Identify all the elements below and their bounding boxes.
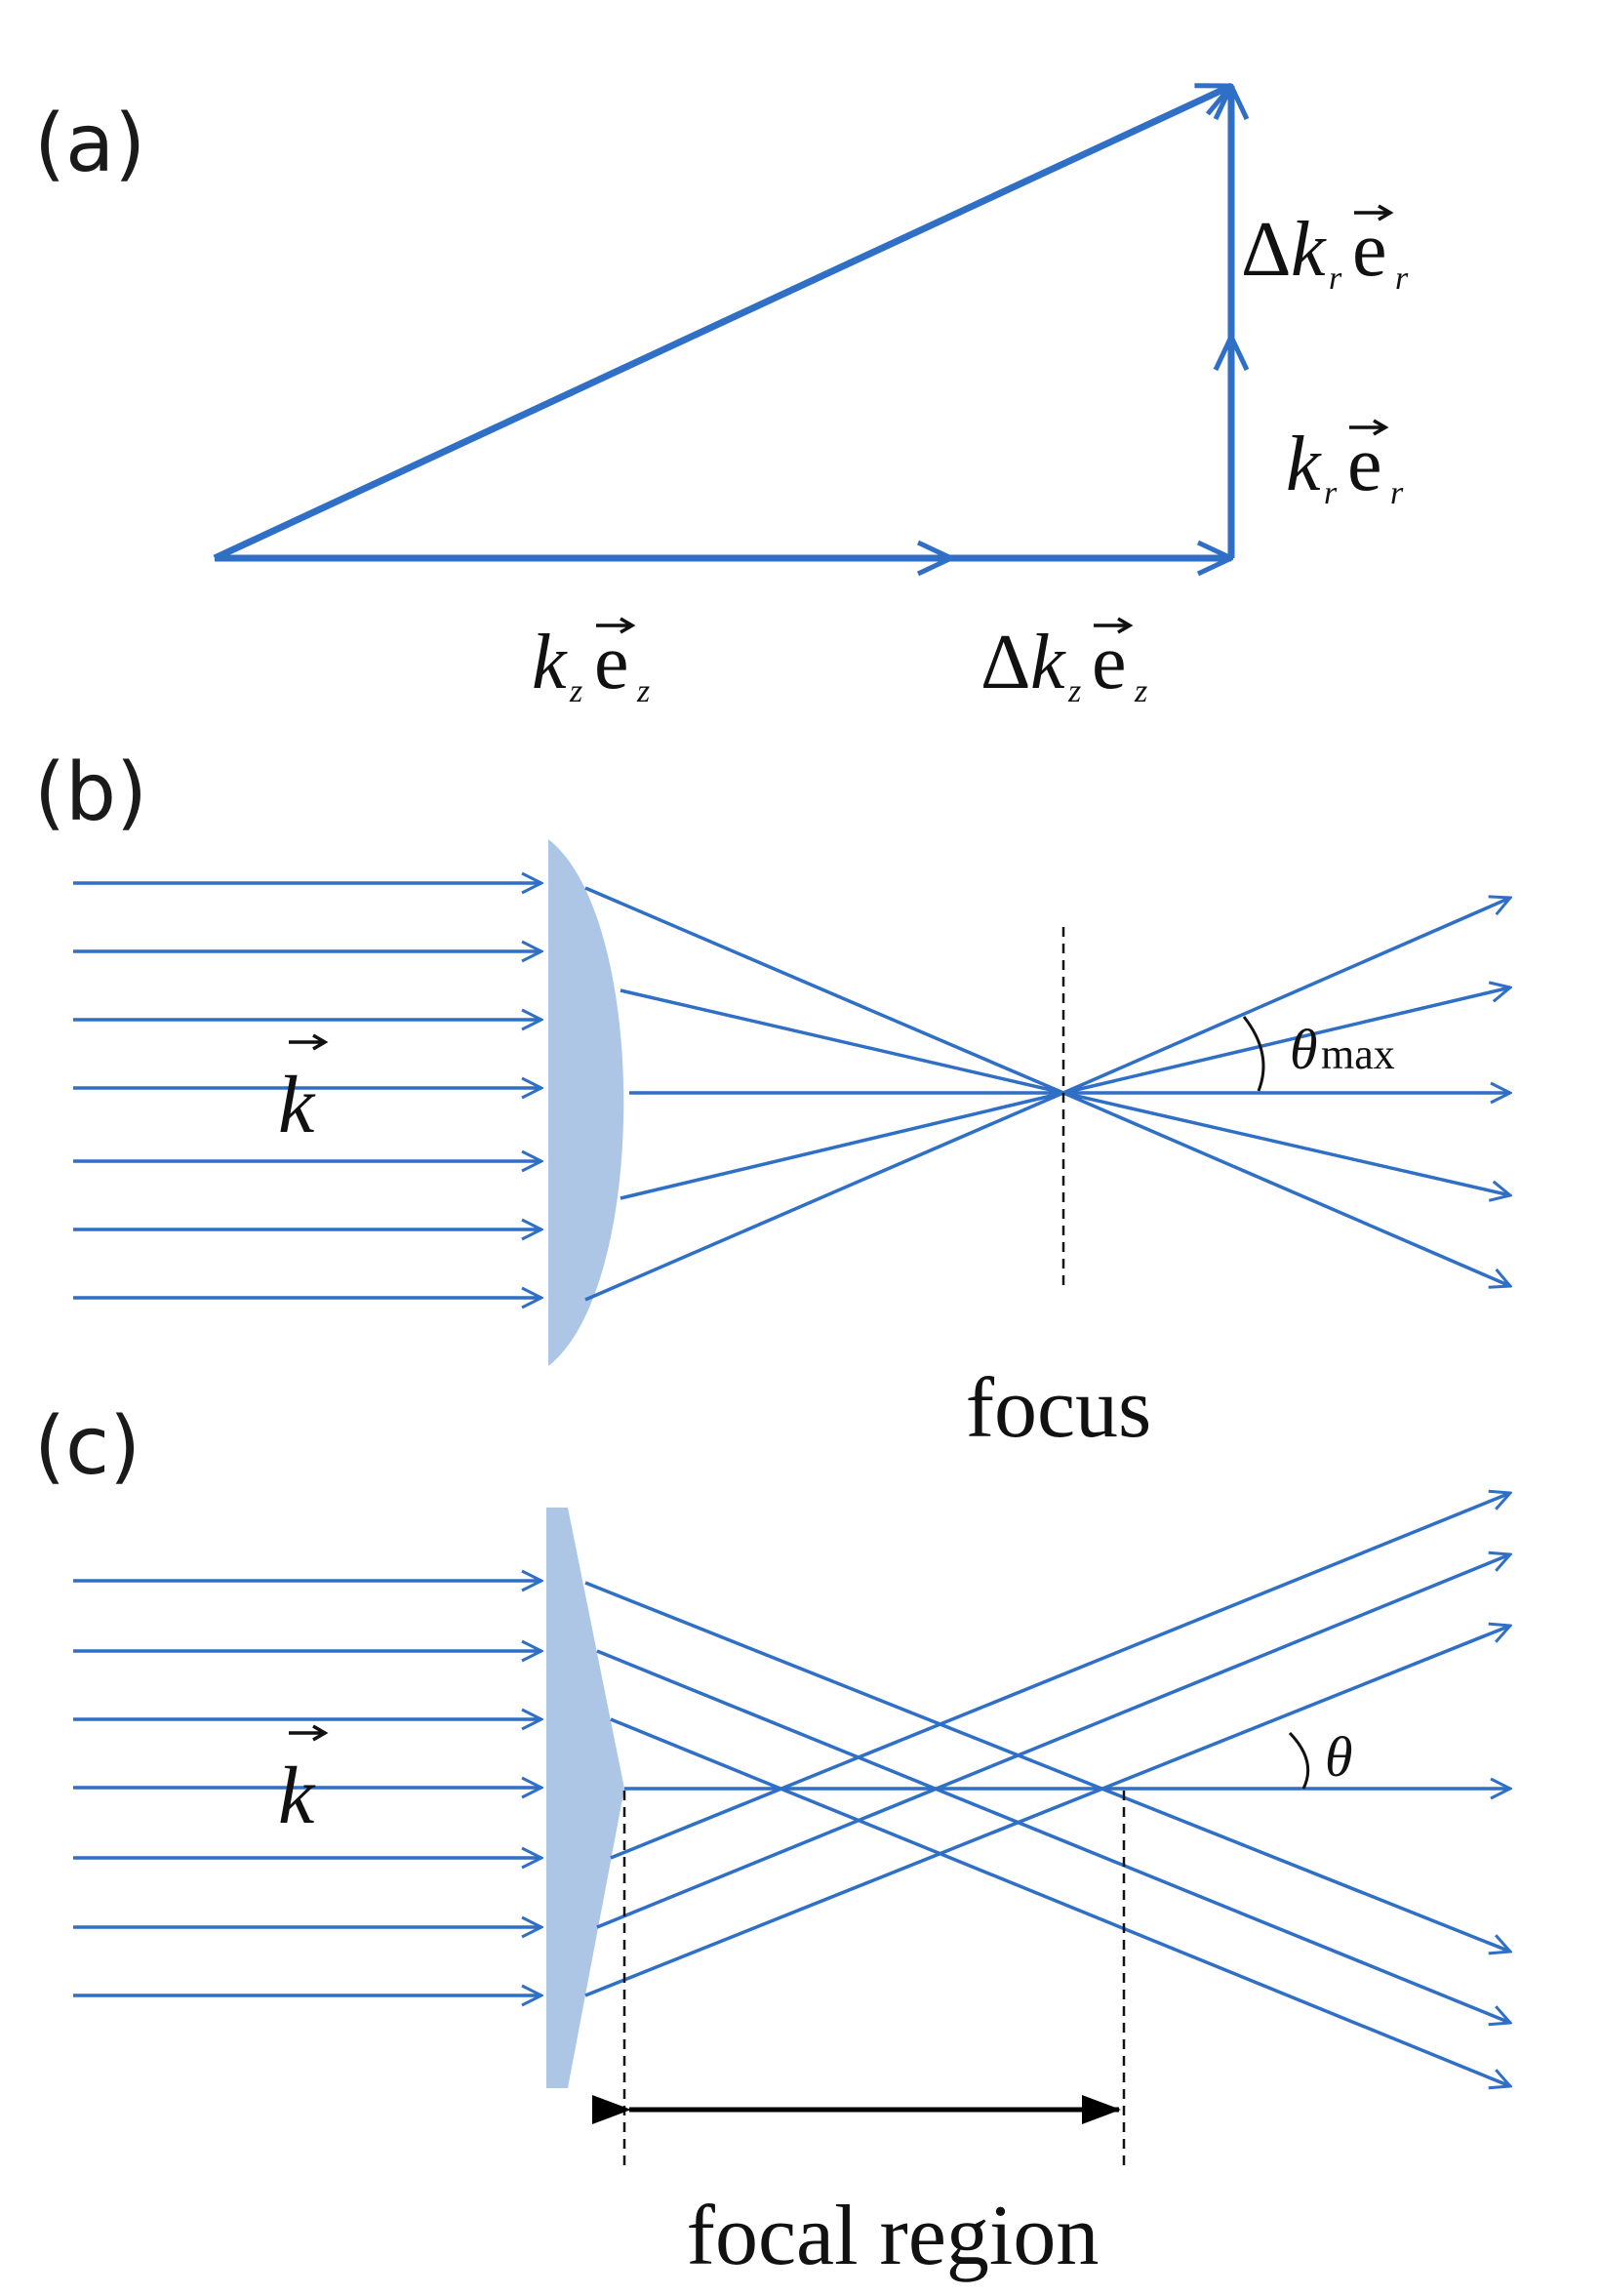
refracted-ray	[610, 1717, 1510, 2086]
theta-symbol: θ	[1290, 1018, 1318, 1081]
delta-symbol: Δ	[1241, 207, 1291, 293]
vector-arrow-icon	[289, 1033, 329, 1051]
diverging-ray	[1062, 987, 1510, 1095]
refracted-ray	[584, 1626, 1510, 1997]
diverging-ray	[1062, 1091, 1510, 1286]
theta-angle-arc	[1288, 1731, 1310, 1790]
theta-max-angle-arc	[1242, 1016, 1265, 1092]
delta-kz-ez-label: Δ k z e z	[980, 617, 1147, 709]
panel-a-label: (a)	[34, 98, 145, 190]
panel-c: (c) k	[34, 1400, 1510, 2283]
refracted-rays	[584, 886, 1064, 1302]
max-subscript: max	[1321, 1030, 1395, 1078]
kr-er-label: k r e r	[1286, 419, 1404, 511]
k-symbol: k	[1291, 207, 1327, 293]
delta-symbol: Δ	[980, 620, 1030, 705]
e-symbol: e	[1347, 422, 1382, 507]
wave-vector-label: k	[278, 1724, 329, 1841]
refracted-rays-up	[584, 1493, 1510, 1997]
e-symbol: e	[594, 620, 629, 705]
kz-ez-label: k z e z	[532, 617, 650, 709]
refracted-ray	[596, 1649, 1510, 2023]
panel-b: (b) k	[34, 746, 1510, 1456]
resultant-vector	[213, 82, 1231, 562]
wave-vector-label: k	[278, 1033, 329, 1150]
refracted-ray	[584, 1581, 1510, 1952]
delta-kr-er-label: Δ k r e r	[1241, 204, 1409, 297]
panel-a: (a) Δ k r e r k r e r k z e z	[34, 82, 1409, 709]
vector-arrow-icon	[1354, 204, 1394, 222]
e-symbol: e	[1092, 620, 1127, 705]
diverging-rays	[1062, 898, 1510, 1286]
k-symbol: k	[532, 620, 568, 705]
theta-max-label: θ max	[1290, 1018, 1395, 1081]
refracted-rays-down	[584, 1581, 1510, 2086]
z-subscript: z	[569, 673, 582, 709]
theta-label: θ	[1325, 1725, 1353, 1789]
focus-caption: focus	[966, 1361, 1152, 1456]
incident-rays	[73, 1581, 541, 1995]
r-subscript: r	[1324, 475, 1338, 511]
r-subscript: r	[1329, 261, 1342, 297]
z-subscript: z	[1134, 673, 1147, 709]
focal-region-caption: focal region	[687, 2189, 1100, 2283]
e-symbol: e	[1352, 207, 1387, 293]
refracted-ray	[584, 886, 1064, 1095]
vector-arrow-icon	[1094, 617, 1134, 634]
diverging-ray	[1062, 1091, 1510, 1195]
panel-b-label: (b)	[34, 746, 147, 839]
vector-arrow-icon	[1349, 419, 1389, 436]
refracted-ray	[584, 1091, 1064, 1302]
refracted-ray	[620, 988, 1064, 1095]
refracted-ray	[596, 1554, 1510, 1929]
axicon-lens	[546, 1508, 624, 2088]
refracted-ray	[610, 1493, 1510, 1860]
r-subscript: r	[1395, 261, 1409, 297]
refracted-ray	[620, 1091, 1064, 1200]
k-symbol: k	[278, 1751, 316, 1841]
k-symbol: k	[1286, 422, 1322, 507]
diverging-ray	[1062, 898, 1510, 1095]
k-symbol: k	[278, 1060, 316, 1150]
converging-lens	[548, 839, 624, 1366]
vector-arrow-icon	[596, 617, 636, 634]
vector-arrow-icon	[289, 1724, 329, 1742]
r-subscript: r	[1390, 475, 1404, 511]
z-subscript: z	[1067, 673, 1081, 709]
incident-rays	[73, 883, 541, 1298]
k-symbol: k	[1030, 620, 1066, 705]
z-subscript: z	[636, 673, 650, 709]
panel-c-label: (c)	[34, 1400, 140, 1493]
